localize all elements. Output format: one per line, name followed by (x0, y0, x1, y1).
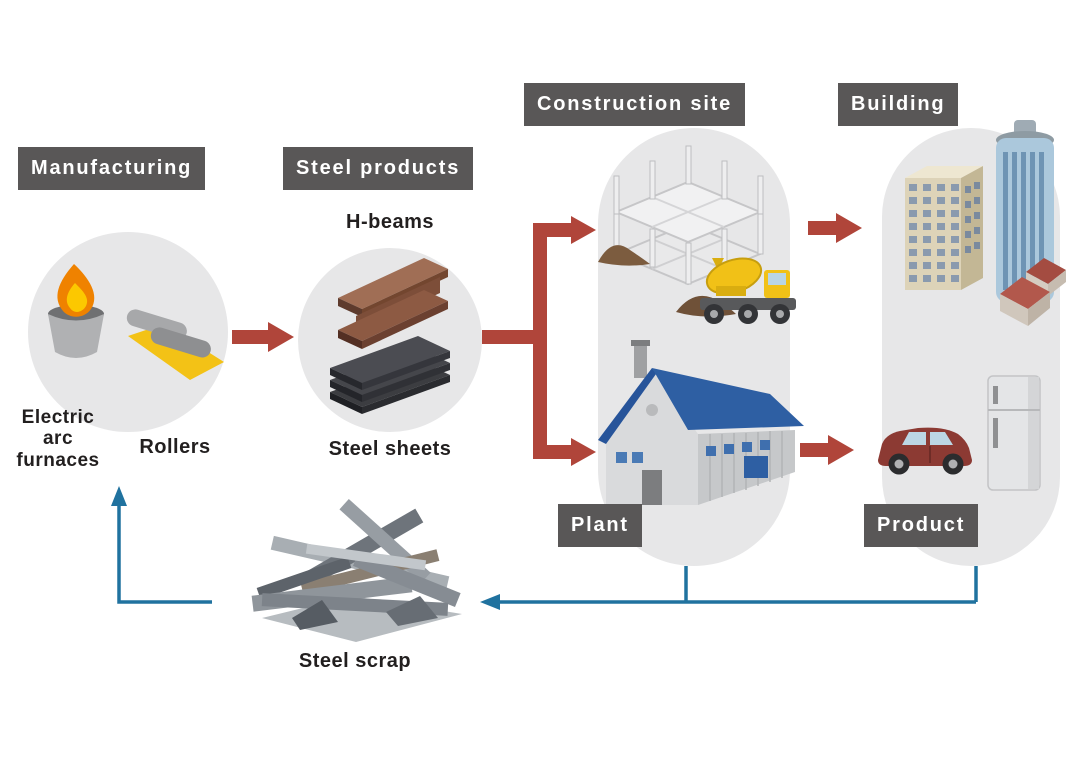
label-manufacturing: Manufacturing (18, 147, 206, 190)
recycle-arrowhead-to-scrap (480, 594, 500, 610)
car-icon (878, 427, 972, 475)
label-plant: Plant (558, 504, 642, 547)
rollers-icon (126, 309, 224, 380)
plant-building-icon (598, 340, 804, 505)
arrow-construction-to-building (808, 213, 862, 243)
buildings-icon (905, 120, 1066, 326)
caption-h-beams: H-beams (346, 211, 434, 233)
label-building: Building (838, 83, 959, 126)
arrow-plant-to-product (800, 435, 854, 465)
recycle-arrowhead-to-furnace (111, 486, 127, 506)
caption-steel-sheets: Steel sheets (328, 438, 452, 460)
arrow-split-steel-products-to-sites (482, 216, 596, 466)
recycle-path-lines (111, 486, 978, 610)
h-beam-icon (338, 258, 448, 349)
electric-arc-furnace-icon (48, 264, 104, 358)
label-construction-site: Construction site (524, 83, 746, 126)
caption-rollers: Rollers (139, 436, 211, 458)
steel-scrap-icon (251, 498, 462, 642)
arrow-manufacturing-to-steel-products (232, 322, 294, 352)
refrigerator-icon (987, 375, 1041, 491)
process-arrows (232, 213, 862, 466)
steel-sheets-icon (330, 336, 450, 414)
mixer-truck-icon (700, 257, 796, 324)
caption-electric-arc-furnaces: Electric arc furnaces (16, 407, 100, 471)
caption-steel-scrap: Steel scrap (298, 650, 412, 672)
label-product: Product (864, 504, 979, 547)
label-steel-products: Steel products (283, 147, 474, 190)
